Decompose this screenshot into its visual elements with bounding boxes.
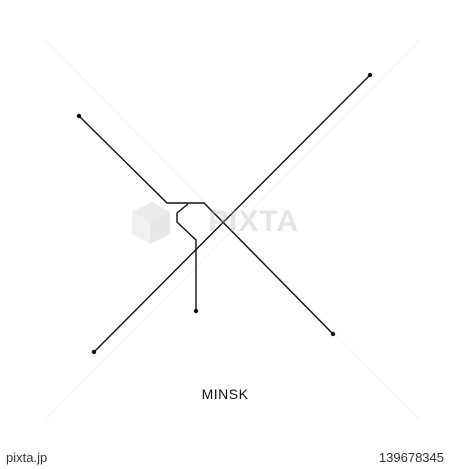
terminal-station	[367, 72, 373, 78]
terminal-station	[91, 349, 97, 355]
footer-image-id: 139678345	[378, 450, 444, 465]
terminal-station	[76, 113, 82, 119]
metro-line-1	[78, 115, 334, 335]
metro-line-2	[93, 74, 371, 353]
footer-bar: pixta.jp 139678345	[0, 447, 450, 469]
metro-line-3	[176, 203, 197, 311]
map-title: MINSK	[201, 386, 249, 402]
footer-brand: pixta.jp	[6, 450, 48, 465]
background-guide-line	[44, 39, 421, 421]
terminal-station	[193, 308, 199, 314]
terminal-station	[330, 331, 336, 337]
pixta-logo-icon	[132, 202, 170, 244]
